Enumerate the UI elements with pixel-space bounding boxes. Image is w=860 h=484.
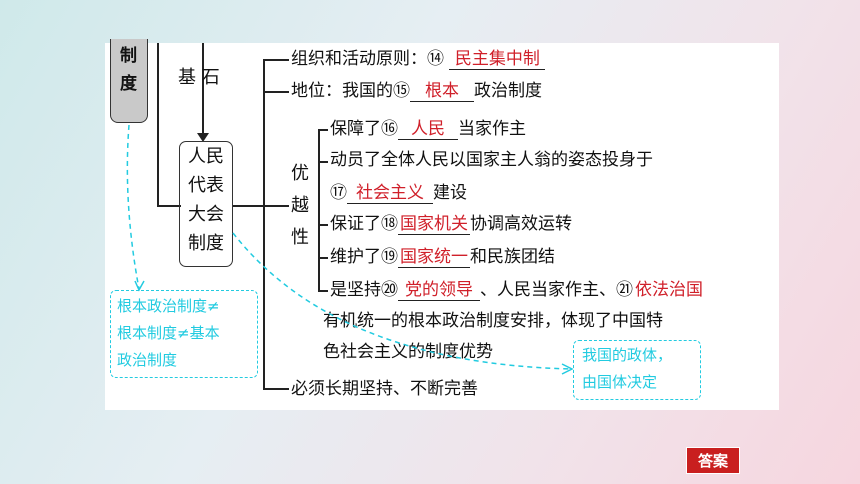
down-arrow-icon	[197, 133, 209, 142]
s5-middle: 、人民当家作主、	[480, 280, 616, 300]
connector-line	[263, 91, 289, 93]
connector-line	[157, 205, 181, 207]
superiority-char-3: 性	[291, 227, 309, 248]
answer-national-unity: 国家统一	[398, 247, 470, 268]
superiority-item-2-line-1: 动员了全体人民以国家主人翁的姿态投身于	[330, 150, 653, 170]
s2-number: ⑰	[330, 183, 347, 203]
principle-number: ⑭	[427, 49, 444, 69]
note-right-line-2: 由国体决定	[582, 373, 658, 391]
superiority-item-5-line-3: 色社会主义的制度优势	[323, 342, 493, 362]
note-connector-right	[232, 232, 572, 370]
connector-line	[318, 129, 328, 131]
superiority-char-1: 优	[291, 163, 309, 184]
content-panel: 制 度 基 石 人民 代表 大会 制度 组织和活动原则：⑭ 民主集中制 地位：我…	[105, 39, 779, 410]
superiority-char-2: 越	[291, 195, 309, 216]
answer-socialism: 社会主义	[347, 183, 433, 204]
answer-democratic-centralism: 民主集中制	[449, 49, 546, 70]
npc-system-box: 人民 代表 大会 制度	[179, 141, 233, 267]
connector-line	[157, 43, 159, 206]
s2-suffix: 建设	[433, 183, 467, 203]
s1-number: ⑯	[381, 119, 398, 139]
note-right-line-1: 我国的政体，	[582, 346, 673, 364]
connector-line	[318, 290, 328, 292]
answer-rule-of-law: 依法治国	[635, 280, 703, 300]
s1-prefix: 保障了	[330, 119, 381, 139]
note-box-left: 根本政治制度≠ 根本制度≠基本 政治制度	[110, 290, 258, 378]
connector-line	[318, 257, 328, 259]
principle-prefix: 组织和活动原则：	[291, 49, 427, 69]
connector-line	[318, 161, 328, 163]
system-char-1: 制	[120, 46, 137, 66]
s4-number: ⑲	[381, 247, 398, 267]
status-prefix: 地位：我国的	[291, 81, 393, 101]
npc-line-1: 人民	[188, 146, 224, 167]
connector-line	[202, 43, 204, 138]
note-connectors	[126, 124, 574, 375]
s1-suffix: 当家作主	[458, 119, 526, 139]
main-bracket	[263, 59, 265, 389]
connector-line	[318, 224, 328, 226]
npc-line-4: 制度	[188, 233, 224, 254]
system-box: 制 度	[110, 39, 148, 123]
connector-line	[263, 59, 289, 61]
note-connector-left	[126, 124, 140, 290]
note-arrow-left-icon	[134, 280, 145, 292]
last-row: 必须长期坚持、不断完善	[291, 379, 478, 399]
status-suffix: 政治制度	[474, 81, 542, 101]
foundation-label: 基 石	[178, 67, 220, 88]
status-number: ⑮	[393, 81, 410, 101]
s5-number-2: ㉑	[616, 280, 633, 300]
s5-number: ⑳	[381, 280, 398, 300]
s4-prefix: 维护了	[330, 247, 381, 267]
s3-suffix: 协调高效运转	[470, 214, 572, 234]
answer-fundamental: 根本	[410, 81, 474, 102]
note-left-line-1: 根本政治制度≠	[117, 297, 220, 315]
note-left-line-2: 根本制度≠基本	[117, 324, 220, 342]
connector-line	[263, 205, 289, 207]
superiority-bracket	[318, 129, 320, 291]
npc-line-2: 代表	[188, 175, 224, 196]
connector-line	[263, 388, 289, 390]
s3-number: ⑱	[381, 214, 398, 234]
answer-state-organs: 国家机关	[398, 214, 470, 235]
answer-party-leadership: 党的领导	[398, 280, 480, 301]
principle-row: 组织和活动原则：⑭ 民主集中制	[291, 48, 546, 70]
connector-line	[233, 205, 263, 207]
answer-people: 人民	[398, 119, 458, 140]
s5-prefix: 是坚持	[330, 280, 381, 300]
note-box-right: 我国的政体， 由国体决定	[573, 340, 701, 400]
npc-line-3: 大会	[188, 204, 224, 225]
note-arrow-right-icon	[561, 363, 574, 375]
s4-suffix: 和民族团结	[470, 247, 555, 267]
system-char-2: 度	[120, 74, 137, 94]
note-left-line-3: 政治制度	[117, 351, 178, 369]
s3-prefix: 保证了	[330, 214, 381, 234]
superiority-item-5-line-2: 有机统一的根本政治制度安排，体现了中国特	[323, 311, 663, 331]
answer-button[interactable]: 答案	[686, 447, 740, 474]
